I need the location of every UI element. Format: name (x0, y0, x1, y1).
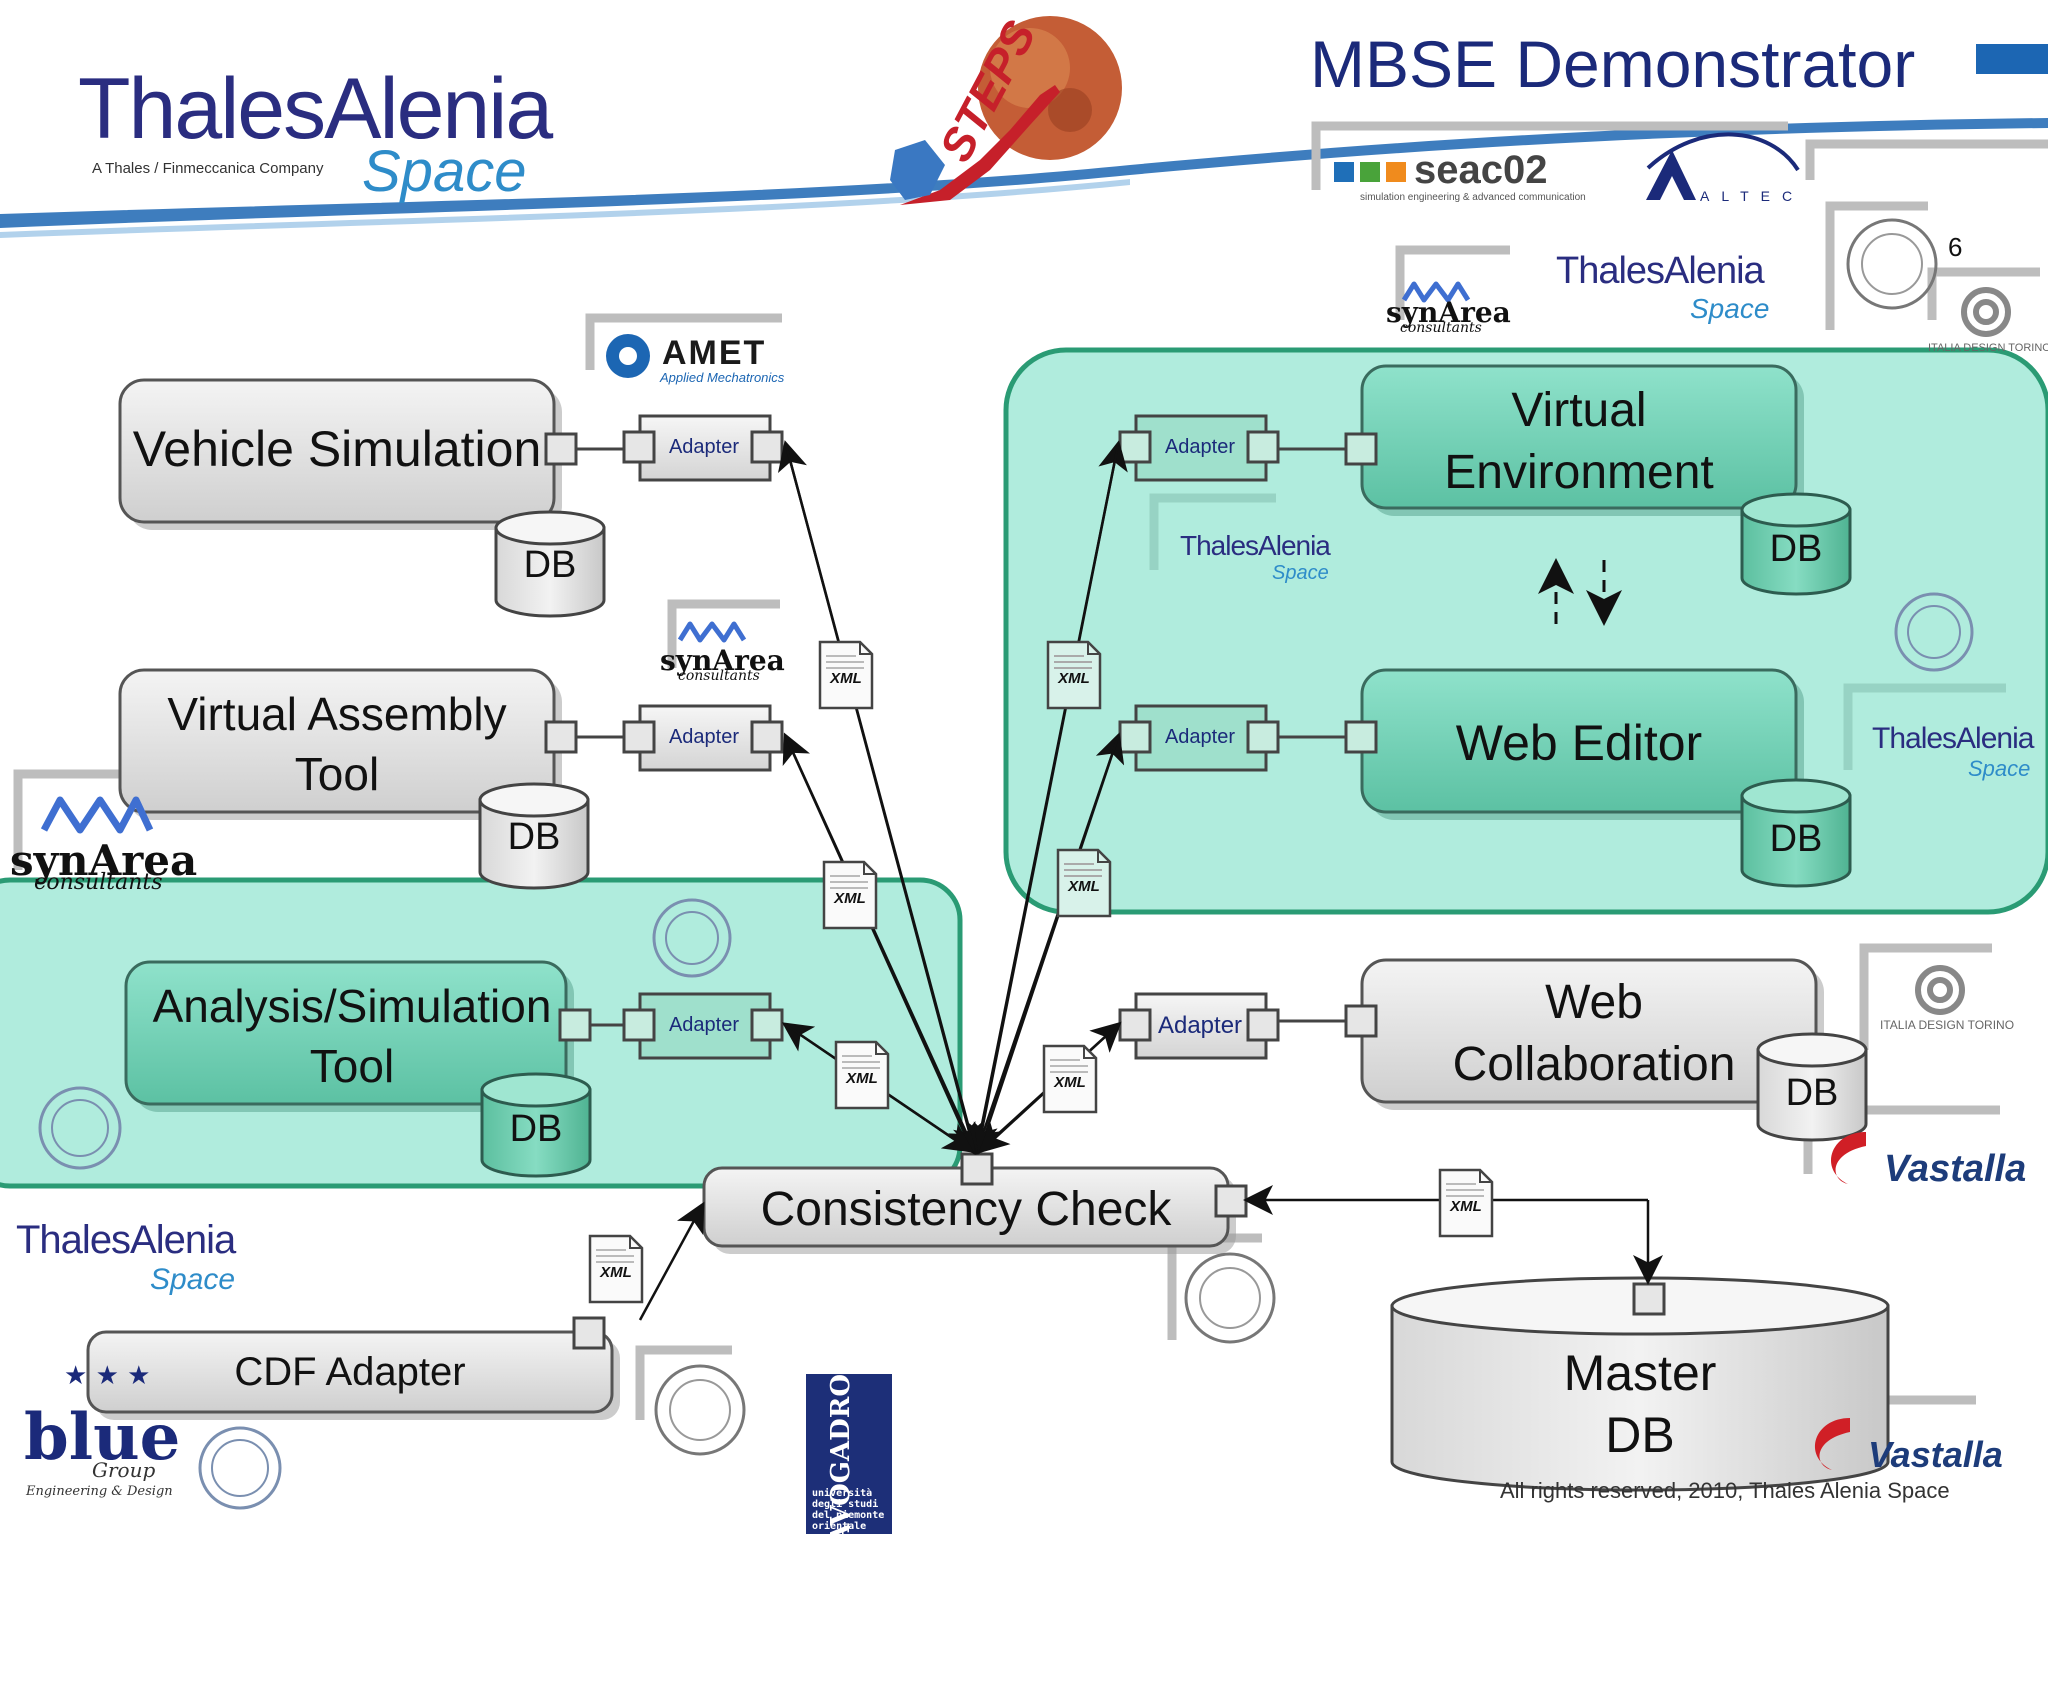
virtual-assembly-box (118, 668, 562, 820)
amet-gear-icon (606, 334, 650, 378)
italia-design-logo-text: ITALIA DESIGN TORINO (1880, 1018, 2015, 1032)
xml-label-4: XML (1058, 670, 1090, 687)
web-editor-label: Web Editor (1455, 715, 1703, 771)
thales-logo-top: ThalesAlenia Space (1556, 250, 1770, 324)
xml-label-6: XML (1054, 1074, 1086, 1091)
port-links (576, 447, 1346, 1027)
adapter-label-web-collab: Adapter (1157, 1012, 1243, 1039)
db-label-assembly: DB (507, 816, 561, 858)
vehicle-simulation-box (118, 378, 562, 530)
italia-design-icon (1915, 287, 2011, 1015)
footer-copyright: All rights reserved, 2010, Thales Alenia… (1500, 1478, 1950, 1503)
altec-mark-icon (1646, 132, 1800, 200)
vastalla-mark-icon (1814, 1132, 1866, 1470)
db-cylinder-analysis (480, 1072, 592, 1178)
vastalla-logo-upper: Vastalla (1884, 1148, 2027, 1190)
amet-logo-subtitle: Applied Mechatronics (660, 370, 785, 385)
avogadro-mark (806, 1374, 892, 1534)
synarea-logo-top-sub: consultants (1400, 320, 1482, 336)
steps-logo (890, 16, 1122, 205)
db-label-vehicle: DB (523, 544, 577, 586)
xml-label-7: XML (1450, 1198, 1482, 1215)
xml-label-5: XML (1068, 878, 1100, 895)
university-seals (38, 218, 1974, 1510)
amet-logo-text: AMET (662, 334, 767, 372)
seac-logo-text: seac02 (1414, 148, 1548, 192)
seac-logo-subtitle: simulation engineering & advanced commun… (1360, 192, 1586, 203)
synarea-mark-icon (40, 281, 1471, 834)
db-label-web-collab: DB (1785, 1072, 1839, 1114)
consistency-check-label: Consistency Check (760, 1183, 1172, 1236)
brand-logo-tagline: A Thales / Finmeccanica Company (92, 160, 324, 177)
synarea-logo-top: synArea (1386, 296, 1511, 329)
thales-logo-left: ThalesAlenia Space (16, 1218, 236, 1296)
adapter-label-virtual-env: Adapter (1164, 436, 1236, 458)
diagram-canvas: ★ ★ ★ (0, 16, 2048, 1534)
synarea-logo-left-sub: consultants (34, 870, 163, 895)
vastalla-logo-lower: Vastalla (1868, 1434, 2003, 1475)
blue-group-stars-icon: ★ ★ ★ (64, 1361, 150, 1391)
header-swoosh (0, 118, 2048, 228)
vehicle-simulation-label: Vehicle Simulation (132, 421, 542, 477)
analysis-simulation-box (124, 960, 574, 1112)
xml-label-3: XML (846, 1070, 878, 1087)
synarea-logo-mid: synArea (660, 644, 785, 677)
db-label-virtual-env: DB (1769, 528, 1823, 570)
db-label-web-editor: DB (1769, 818, 1823, 860)
adapter-web-editor (1118, 704, 1280, 772)
xml-label-2: XML (834, 890, 866, 907)
blue-group-subtitle: Engineering & Design (26, 1484, 173, 1499)
web-collaboration-box (1360, 958, 1824, 1110)
adapter-label-analysis: Adapter (668, 1014, 740, 1036)
cdf-adapter-label: CDF Adapter (234, 1350, 466, 1394)
slide: ★ ★ ★ MBSE Demonstrator 6 ThalesAlenia A… (0, 12, 2048, 1534)
brand-logo-name: ThalesAlenia (78, 61, 553, 157)
avogadro-logo-subtitle: università degli studi del piemonte orie… (812, 1488, 885, 1532)
page-number: 6 (1948, 232, 1963, 262)
db-label-analysis: DB (509, 1108, 563, 1150)
italia-design-logo-text-top: ITALIA DESIGN TORINO (1928, 342, 2048, 354)
virtual-environment-box (1360, 364, 1804, 516)
db-cylinder-virtual-env (1740, 492, 1852, 596)
db-cylinder-vehicle (494, 510, 606, 618)
adapter-label-vehicle: Adapter (668, 436, 740, 458)
sync-arrows (1538, 558, 1622, 626)
title-accent-bar (1976, 44, 2048, 74)
brand-logo-space: Space (362, 139, 527, 204)
seac-mark-icon (1334, 162, 1406, 182)
synarea-logo-left: synArea (10, 836, 198, 885)
web-editor-box (1360, 668, 1804, 820)
db-cylinder-assembly (478, 782, 590, 890)
adapter-virtual-env (1118, 414, 1280, 482)
xml-label-1: XML (830, 670, 862, 687)
cdf-adapter-box (86, 1330, 620, 1420)
adapter-assembly (622, 704, 784, 772)
xml-label-8: XML (600, 1264, 632, 1281)
page-title: MBSE Demonstrator (1310, 27, 1916, 101)
svg-text:★ ★ ★: ★ ★ ★ (64, 1361, 150, 1391)
db-cylinder-web-collab (1756, 1032, 1868, 1142)
synarea-logo-mid-sub: consultants (678, 668, 760, 684)
altec-logo-text: ALTEC (1700, 188, 1805, 204)
thales-logo-we: ThalesAlenia Space (1872, 722, 2034, 781)
db-cylinder-web-editor (1740, 778, 1852, 888)
adapter-label-assembly: Adapter (668, 726, 740, 748)
blue-group-name: Group (92, 1458, 156, 1482)
xml-docs (588, 640, 1494, 1304)
thales-logo-ve: ThalesAlenia Space (1180, 530, 1331, 584)
adapter-label-web-editor: Adapter (1164, 726, 1236, 748)
adapter-vehicle (622, 414, 784, 482)
blue-group-logo: blue (24, 1400, 181, 1475)
